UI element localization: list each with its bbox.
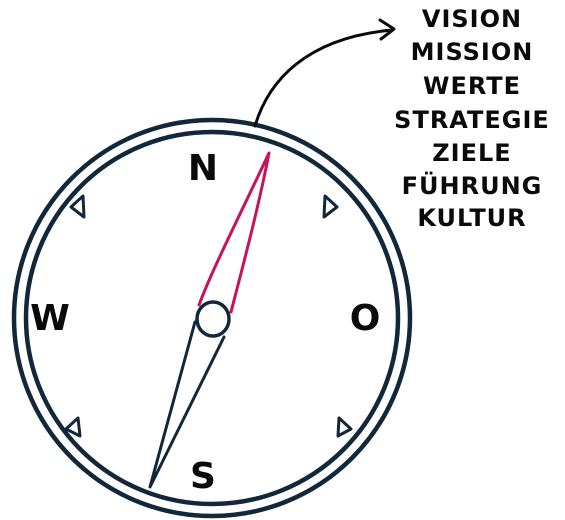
compass-north-label: N	[188, 148, 218, 189]
needle-pivot	[195, 300, 231, 338]
compass-inner-ring	[23, 129, 401, 507]
terms-list: VISION MISSION WERTE STRATEGIE ZIELE FÜH…	[394, 5, 550, 232]
marker-northwest-icon	[69, 194, 86, 219]
marker-southwest-icon	[64, 416, 82, 438]
term-werte: WERTE	[423, 72, 521, 100]
term-fuehrung: FÜHRUNG	[402, 170, 543, 200]
term-mission: MISSION	[411, 38, 534, 66]
marker-northeast-icon	[322, 194, 339, 219]
compass-needle	[148, 151, 271, 489]
term-strategie: STRATEGIE	[394, 106, 550, 134]
compass-south-label: S	[190, 456, 216, 497]
arrow-curve	[253, 28, 394, 128]
compass-outer-ring	[11, 117, 413, 519]
arrow-head	[378, 18, 396, 41]
marker-southeast-icon	[336, 416, 353, 438]
arrow-icon	[253, 18, 396, 128]
term-vision: VISION	[422, 5, 522, 33]
term-kultur: KULTUR	[417, 204, 526, 232]
compass-ring	[11, 117, 413, 519]
needle-south-half	[148, 320, 226, 489]
needle-north-half	[197, 151, 271, 314]
term-ziele: ZIELE	[432, 139, 511, 167]
compass-west-label: W	[30, 298, 70, 339]
compass-markers	[64, 194, 353, 438]
compass-east-label: O	[350, 298, 381, 339]
